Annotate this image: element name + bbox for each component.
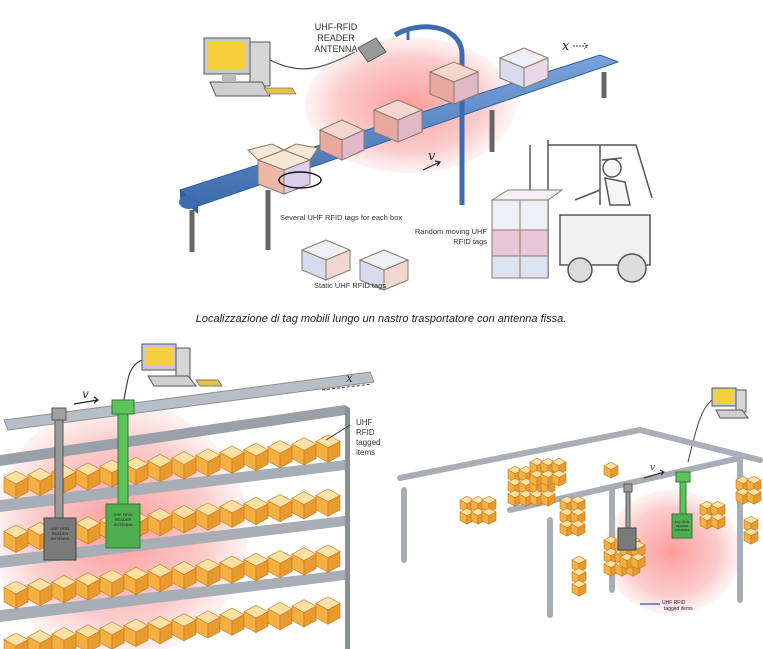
items-label-line4: items — [356, 448, 375, 457]
gray-reader-label-2: READER — [52, 531, 69, 536]
computer-icon — [711, 387, 749, 419]
static-tags-label: Static UHF RFID tags — [314, 281, 386, 290]
items-label-line2: tagged items — [664, 606, 693, 612]
speed-v-label: v — [650, 463, 655, 473]
green-reader-label-1: UHF RFID — [114, 512, 133, 517]
reader-label-2: READER — [676, 524, 689, 528]
static-boxes — [300, 239, 410, 291]
belt-boxes — [247, 47, 550, 195]
shelves — [0, 460, 345, 622]
items-label-line1: UHF RFID — [662, 600, 686, 606]
gray-reader-label-3: ANTENNA — [50, 536, 69, 541]
forklift-icon — [529, 140, 653, 283]
green-antenna: UHF RFID READER ANTENNA — [671, 471, 693, 539]
gray-antenna: UHF RFID READER ANTENNA — [43, 407, 77, 561]
antenna-arch — [393, 24, 465, 205]
top-rail — [3, 371, 375, 431]
conveyor-scene: UHF-RFID READER ANTENNA x v Several UHF … — [179, 22, 653, 291]
items-label-line2: RFID — [356, 428, 375, 437]
gray-antenna — [617, 483, 637, 551]
tags-highlight — [278, 171, 322, 189]
random-tags-label-line2: RFID tags — [453, 237, 487, 246]
items-label-line3: tagged — [356, 438, 380, 447]
pallet-boxes — [490, 189, 564, 279]
random-tags-label-line1: Random moving UHF — [415, 227, 488, 236]
antenna-label-line3: ANTENNA — [314, 44, 357, 54]
green-reader-label-2: READER — [115, 517, 132, 522]
warehouse-scene: UHF RFID READER ANTENNA v UHF RFID tagge… — [397, 387, 763, 618]
axis-x-label: x — [346, 371, 353, 385]
reader-label-1: UHF RFID — [675, 520, 690, 524]
green-reader-label-3: ANTENNA — [113, 522, 132, 527]
gray-reader-label-1: UHF RFID — [51, 526, 70, 531]
green-antenna: UHF RFID READER ANTENNA — [105, 399, 141, 549]
antenna-label-line1: UHF-RFID — [315, 22, 358, 32]
speed-v-label: v — [428, 149, 436, 164]
computer-icon — [141, 343, 223, 387]
reader-label-3: ANTENNA — [675, 528, 689, 532]
computer-icon — [203, 37, 297, 97]
antenna-icon — [357, 37, 387, 63]
antenna-label-line2: READER — [317, 33, 355, 43]
shelf-boxes — [3, 434, 341, 649]
tags-each-box-label: Several UHF RFID tags for each box — [280, 213, 402, 222]
speed-v-label: v — [82, 387, 89, 401]
shelf-scene: UHF RFID READER ANTENNA UHF RFID READER … — [0, 343, 380, 649]
figure-caption: Localizzazione di tag mobili lungo un na… — [196, 313, 567, 325]
items-label-line1: UHF — [356, 418, 373, 427]
axis-x-label: x — [562, 39, 570, 54]
